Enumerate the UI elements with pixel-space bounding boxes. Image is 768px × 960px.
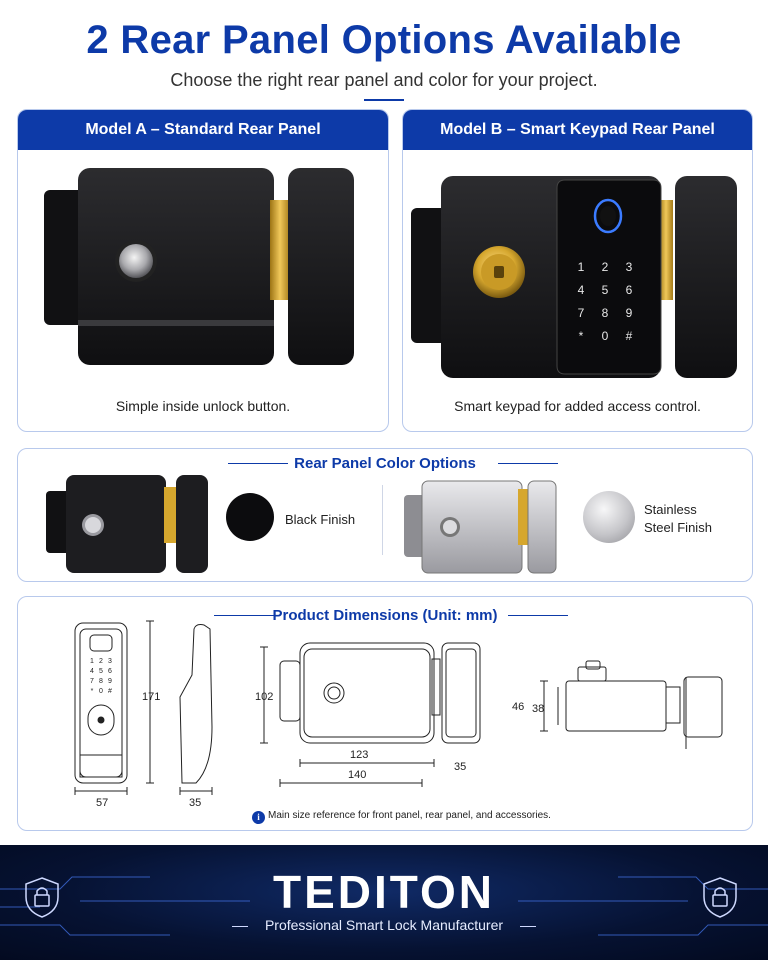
keypad-key: 0 [602, 329, 609, 343]
front-panel-key: * [91, 688, 94, 695]
color-options-heading: Rear Panel Color Options [294, 455, 476, 472]
keypad-key: 7 [578, 306, 585, 320]
front-panel-key: 4 [90, 668, 94, 675]
keypad-key: 1 [578, 260, 585, 274]
front-panel-key: 8 [99, 678, 103, 685]
dim-140: 140 [348, 769, 367, 781]
front-panel-key: # [108, 688, 112, 695]
dimensions-heading: Product Dimensions (Unit: mm) [272, 607, 498, 624]
brand-logo: TEDITON [272, 866, 496, 918]
steel-finish-lock-image [404, 480, 557, 574]
footer-circuit-lines [0, 876, 768, 936]
keypad-key: 8 [602, 306, 609, 320]
color-heading-rule-right [498, 463, 558, 464]
model-a-lock-image [44, 168, 354, 365]
front-panel-key: 1 [90, 658, 94, 665]
keypad-key: 6 [626, 283, 633, 297]
model-b-keypad: 1 2 3 4 5 6 7 8 9 * 0 # [578, 260, 633, 343]
title-divider [364, 99, 404, 101]
info-icon: i [252, 811, 265, 824]
black-finish-swatch [226, 493, 274, 541]
front-panel-key: 7 [90, 678, 94, 685]
keypad-key: 4 [578, 283, 585, 297]
shield-lock-icon-left [25, 877, 59, 918]
page-title: 2 Rear Panel Options Available [86, 18, 682, 62]
keypad-key: 2 [602, 260, 609, 274]
dimensions-note: Main size reference for front panel, rea… [268, 810, 551, 821]
black-finish-label: Black Finish [285, 512, 356, 527]
dim-102: 102 [255, 691, 274, 703]
steel-finish-label-line1: Stainless [644, 502, 697, 517]
steel-finish-label-line2: Steel Finish [644, 520, 712, 535]
dim-35-rear: 35 [454, 761, 467, 773]
dim-57: 57 [96, 797, 109, 809]
dim-heading-rule-right [508, 615, 568, 616]
brand-footer: TEDITON Professional Smart Lock Manufact… [0, 845, 768, 960]
dim-heading-rule-left [214, 615, 274, 616]
keypad-key: 5 [602, 283, 609, 297]
front-panel-key: 6 [108, 668, 112, 675]
steel-finish-label: Stainless Steel Finish [644, 501, 712, 537]
dim-123: 123 [350, 749, 369, 761]
model-a-heading: Model A – Standard Rear Panel [18, 110, 388, 150]
front-panel-key: 9 [108, 678, 112, 685]
shield-lock-icon-right [703, 877, 737, 918]
page-subtitle: Choose the right rear panel and color fo… [170, 70, 598, 90]
color-options-divider [382, 485, 383, 555]
dim-38: 38 [532, 703, 545, 715]
keypad-key: # [626, 329, 633, 343]
dim-35-front: 35 [189, 797, 202, 809]
front-panel-key: 2 [99, 658, 103, 665]
keypad-key: 9 [626, 306, 633, 320]
model-b-heading: Model B – Smart Keypad Rear Panel [403, 110, 752, 150]
keypad-key: * [579, 329, 584, 343]
tagline-rule-right [520, 926, 536, 927]
model-a-card: Model A – Standard Rear Panel Simple ins… [17, 109, 389, 432]
dim-171: 171 [142, 691, 161, 703]
brand-tagline: Professional Smart Lock Manufacturer [264, 917, 504, 933]
model-b-lock-image: 1 2 3 4 5 6 7 8 9 * 0 # [411, 176, 737, 378]
color-options-card: Rear Panel Color Options Black Finish St… [17, 448, 753, 582]
color-heading-rule-left [228, 463, 288, 464]
front-panel-key: 0 [99, 688, 103, 695]
black-finish-lock-image [46, 475, 208, 573]
model-a-caption: Simple inside unlock button. [115, 398, 291, 414]
keypad-key: 3 [626, 260, 633, 274]
steel-finish-swatch [583, 491, 635, 543]
dim-46: 46 [512, 701, 525, 713]
model-b-caption: Smart keypad for added access control. [454, 398, 701, 414]
model-b-card: Model B – Smart Keypad Rear Panel 1 2 3 4 5 6… [402, 109, 753, 432]
front-panel-key: 5 [99, 668, 103, 675]
tagline-rule-left [232, 926, 248, 927]
front-panel-key: 3 [108, 658, 112, 665]
